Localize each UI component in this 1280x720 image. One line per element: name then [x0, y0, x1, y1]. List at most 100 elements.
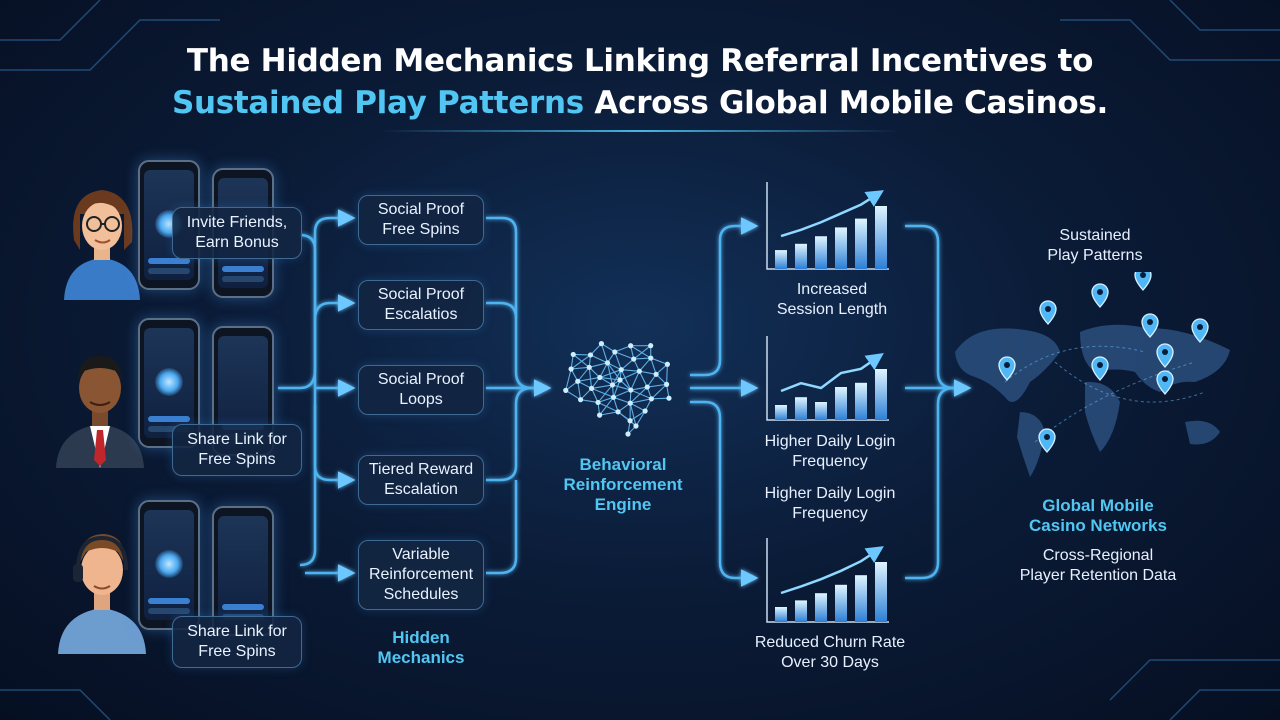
brain-node [636, 368, 642, 374]
brain-node [633, 423, 639, 429]
sustained-line-1: Sustained [1059, 227, 1131, 244]
chart-bar [775, 250, 787, 269]
chart-bar [795, 243, 807, 269]
chart-bar [855, 218, 867, 269]
brain-node [570, 351, 576, 358]
chart-axis [766, 336, 889, 421]
sustained-line-2: Play Patterns [1047, 247, 1143, 264]
brain-node [653, 371, 659, 377]
outcome-1-line-1: Increased [796, 281, 868, 298]
brain-node [615, 409, 621, 415]
brain-node [627, 418, 633, 424]
phone-3a [138, 500, 200, 630]
brain-node [598, 341, 605, 347]
chart-churn-rate [766, 538, 889, 623]
brain-node [563, 387, 569, 393]
brain-node [610, 394, 617, 400]
location-pin-icon [1141, 313, 1159, 338]
title-rest: Across Global Mobile Casinos. [583, 85, 1109, 121]
mechanic-4-line-2: Escalation [384, 481, 458, 498]
chart-bar [775, 607, 787, 622]
connector-mech-1-out [486, 216, 533, 390]
brain-node [609, 382, 616, 388]
location-pin-icon [1038, 428, 1056, 453]
connector-to-mech-1 [313, 209, 356, 388]
location-pin-icon [1039, 300, 1057, 325]
brain-node [604, 360, 611, 366]
mechanic-5-line-3: Schedules [383, 586, 459, 603]
world-map-icon [955, 272, 1230, 477]
engine-line-3: Engine [594, 495, 652, 514]
chart-bar [875, 206, 887, 269]
connector-engine-low [690, 400, 759, 587]
phone-2a [138, 318, 200, 448]
connector-out-3 [905, 386, 955, 580]
brain-node [628, 387, 634, 393]
chart-bar [795, 600, 807, 622]
referral-3-line-2: Free Spins [198, 643, 276, 660]
outcome-3-line-2: Frequency [792, 505, 868, 522]
phone-3b [212, 506, 274, 636]
connector-out-1 [905, 224, 955, 390]
brain-node [648, 396, 655, 402]
location-pin-icon [1156, 343, 1174, 368]
mechanic-5-line-1: Variable [392, 546, 450, 563]
mechanic-1-line-1: Social Proof [377, 201, 465, 218]
network-line-2: Casino Networks [1029, 516, 1167, 535]
outcome-3-line-1: Higher Daily Login [764, 485, 896, 502]
referral-3-line-1: Share Link for [187, 623, 287, 640]
brain-node [628, 343, 634, 349]
brain-node [575, 378, 581, 384]
location-pin-icon [1091, 283, 1109, 308]
connector-mech-5-out [486, 480, 518, 575]
brain-node [648, 355, 654, 361]
brain-node [648, 343, 654, 349]
brain-node [587, 352, 594, 358]
mechanic-2-line-2: Escalatios [384, 306, 458, 323]
connector-mech-4-out [486, 386, 533, 482]
chart-bar [815, 593, 827, 622]
network-sub-1: Cross-Regional [1042, 547, 1154, 564]
chart-bar [855, 575, 867, 622]
location-pin-icon [1134, 272, 1152, 291]
brain-node [666, 395, 672, 401]
referral-2-line-2: Free Spins [198, 451, 276, 468]
trend-arrow [780, 353, 884, 393]
phone-1a [138, 160, 200, 290]
referral-card-1[interactable]: Invite Friends,Earn Bonus [172, 207, 302, 259]
outcome-2-line-1: Higher Daily Login [764, 433, 896, 450]
mechanic-4-line-1: Tiered Reward [368, 461, 474, 478]
referral-1-line-2: Earn Bonus [195, 234, 279, 251]
chart-bar [875, 562, 887, 622]
man-suit-avatar [56, 356, 144, 468]
chart-daily-login [766, 336, 889, 421]
brain-node [577, 397, 584, 403]
chart-bar [775, 405, 787, 420]
brain-node [618, 367, 624, 373]
hidden-mechanics-line-2: Mechanics [377, 648, 465, 667]
title-divider [380, 130, 900, 132]
outcome-4-line-1: Reduced Churn Rate [754, 634, 906, 651]
brain-node [627, 400, 633, 406]
mechanic-3-line-1: Social Proof [377, 371, 465, 388]
trend-arrow [780, 546, 884, 595]
network-line-1: Global Mobile [1042, 496, 1154, 515]
title-accent: Sustained Play Patterns [171, 85, 584, 121]
brain-node [642, 408, 648, 414]
mechanic-3-line-2: Loops [399, 391, 443, 408]
